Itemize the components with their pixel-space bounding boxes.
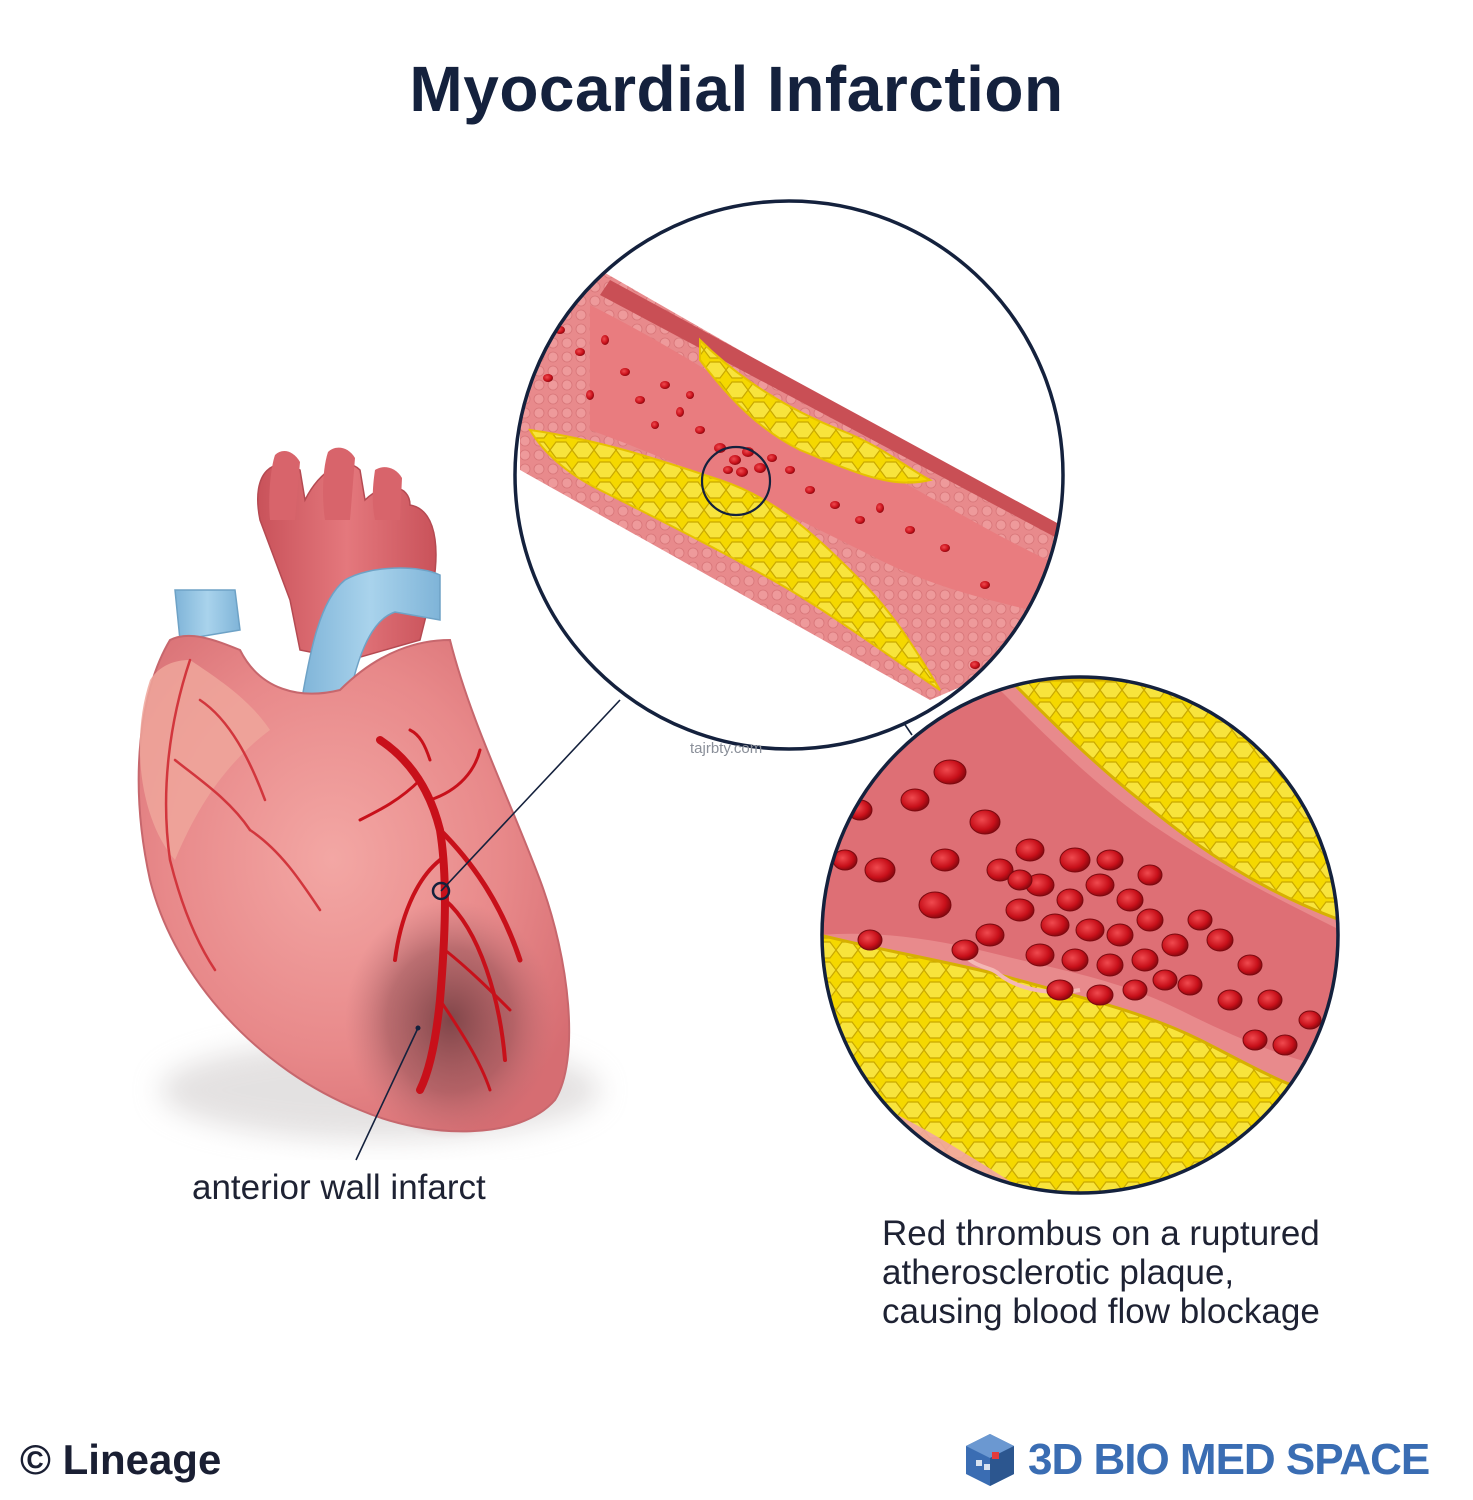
artery-view-border xyxy=(513,199,1065,751)
brand-name: 3D BIO MED SPACE xyxy=(1028,1435,1430,1484)
vena-cava xyxy=(174,589,241,641)
thrombus-caption: Red thrombus on a ruptured atherosclerot… xyxy=(882,1214,1442,1331)
occlusion-marker xyxy=(431,881,451,901)
thrombus-caption-line: causing blood flow blockage xyxy=(882,1292,1320,1331)
infarct-label: anterior wall infarct xyxy=(192,1168,486,1207)
copyright-notice: © Lineage xyxy=(20,1436,222,1483)
watermark: tajrbty.com xyxy=(690,740,763,757)
brand-logo: 3D BIO MED SPACE xyxy=(964,1430,1430,1490)
thrombus-magnified-view xyxy=(822,677,1338,1193)
page-title: Myocardial Infarction xyxy=(409,53,1064,125)
infarct-zone xyxy=(345,900,555,1140)
thrombus-focus-ring xyxy=(700,445,772,517)
thrombus-caption-line: Red thrombus on a ruptured xyxy=(882,1214,1320,1253)
thrombus-view-border xyxy=(820,675,1340,1195)
thrombus-caption-line: atherosclerotic plaque, xyxy=(882,1253,1235,1292)
artery-magnified-view xyxy=(515,201,1063,749)
cube-logo-icon xyxy=(966,1434,1014,1486)
right-coronary-branches xyxy=(164,658,322,972)
heart-illustration xyxy=(137,447,600,1140)
coronary-arteries xyxy=(358,728,523,1094)
